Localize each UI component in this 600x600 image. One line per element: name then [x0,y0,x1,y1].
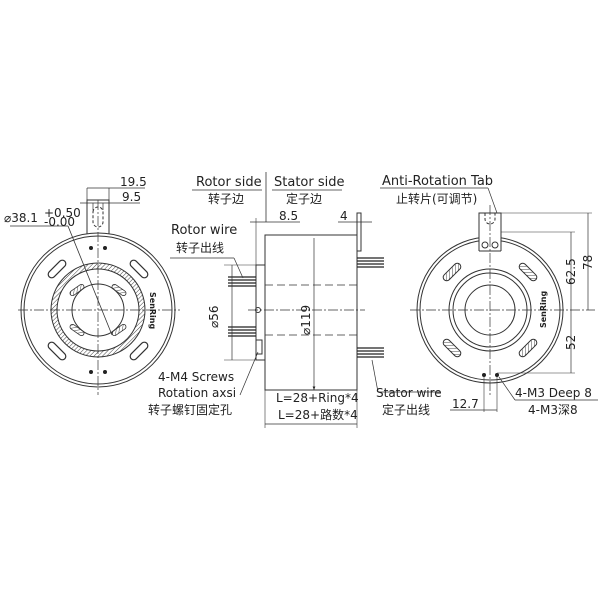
rotor-wire-bundle [228,276,256,337]
left-front-view [10,187,180,395]
stator-wire-label: Stator wire [376,386,442,400]
dim-tab-inner: 9.5 [122,190,141,204]
dim-78: 78 [581,255,595,270]
dim-bore-diameter: ⌀38.1 [4,211,38,225]
anti-rotation-tab-label-cn: 止转片(可调节) [396,191,477,206]
dim-62-5: 62.5 [564,258,578,285]
m3-holes [482,373,499,377]
dim-flange-offset: 8.5 [279,209,298,223]
dim-tab-thickness: 4 [340,209,348,223]
bore-tol-upper: +0.50 [44,206,81,220]
wire-slots [69,283,127,337]
rotor-wire-label-cn: 转子出线 [176,240,224,255]
rotor-screw [255,339,263,355]
m3-holes-label: 4-M3 Deep 8 [515,386,592,400]
rotor-side-label: Rotor side [196,175,262,190]
screws-label-cn: 转子螺钉固定孔 [148,402,232,417]
anti-rotation-tab-label: Anti-Rotation Tab [382,174,493,189]
stator-wire-bundle [357,257,384,358]
m3-holes-label-cn: 4-M3深8 [528,403,578,417]
dim-tab-outer: 19.5 [120,175,147,189]
length-formula: L=28+Ring*4 [276,391,359,405]
slip-ring-body [264,234,358,391]
mount-slots-right [442,262,538,358]
rotor-side-label-cn: 转子边 [208,191,244,206]
right-front-view [380,187,598,412]
bore-tol-lower: -0.00 [44,215,75,229]
brand-logo-right: SenRing [539,291,548,328]
mount-slots [47,259,149,361]
side-view [170,172,440,428]
stator-side-label-cn: 定子边 [286,191,322,206]
dim-rotor-diameter: ⌀56 [207,306,221,329]
rotor-wire-label: Rotor wire [171,223,237,238]
stator-wire-label-cn: 定子出线 [382,402,430,417]
screw-holes [89,246,107,374]
stator-tab [356,212,362,252]
screws-label: 4-M4 Screws [158,370,234,384]
brand-logo-left: SenRing [148,292,157,329]
dim-body-diameter: ⌀119 [299,305,313,335]
stator-side-label: Stator side [274,175,344,190]
dim-12-7: 12.7 [452,397,479,411]
rotation-axis-label: Rotation axsi [158,386,236,400]
rotor-flange [255,264,266,361]
tab-slot [92,206,104,228]
dim-52: 52 [564,335,578,350]
length-formula-cn: L=28+路数*4 [278,407,358,422]
